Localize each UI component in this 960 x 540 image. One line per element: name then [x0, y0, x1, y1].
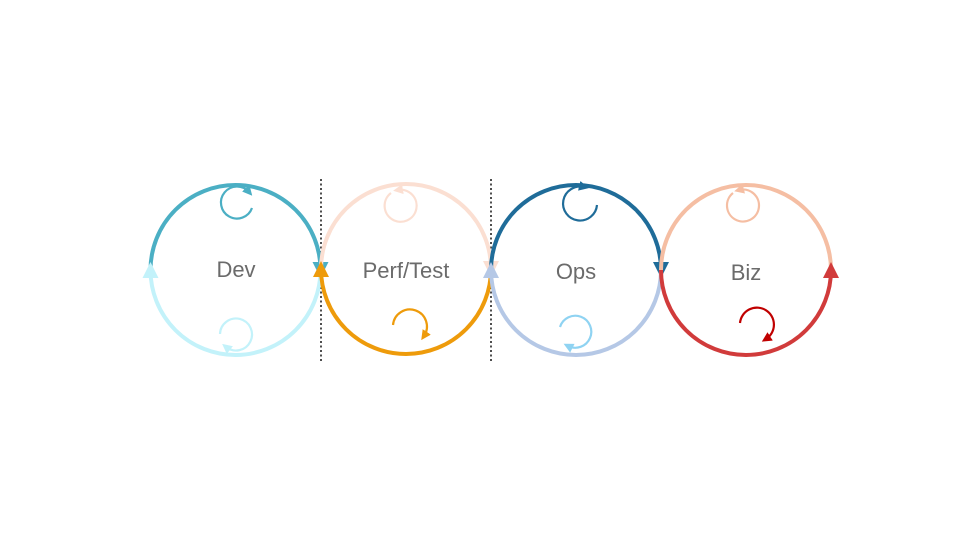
biz-top-loop	[725, 183, 761, 223]
perf-test-top-arc	[319, 182, 499, 277]
ops-bottom-arc	[483, 262, 663, 357]
dev-label: Dev	[216, 257, 255, 282]
biz-bottom-loop	[738, 306, 776, 342]
biz-bottom-arc	[659, 262, 839, 357]
dev-bottom-arc	[142, 262, 323, 357]
perf-test-top-loop	[383, 184, 418, 223]
cycle-dev: Dev	[142, 183, 329, 357]
ops-label: Ops	[556, 259, 596, 284]
perf-test-bottom-arc	[313, 261, 493, 356]
perf-test-bottom-loop	[391, 308, 431, 341]
dev-top-arc	[148, 183, 329, 278]
biz-top-arc	[659, 183, 833, 271]
perf-test-label: Perf/Test	[363, 258, 450, 283]
ops-bottom-loop	[558, 314, 593, 353]
dev-bottom-loop	[218, 317, 254, 354]
cycle-perf-test: Perf/Test	[313, 182, 499, 356]
biz-label: Biz	[731, 260, 762, 285]
dev-top-loop	[219, 185, 254, 220]
ops-top-loop	[561, 181, 599, 222]
cycle-biz: Biz	[659, 183, 839, 357]
ops-top-arc	[489, 183, 669, 278]
cycle-ops: Ops	[483, 181, 669, 357]
